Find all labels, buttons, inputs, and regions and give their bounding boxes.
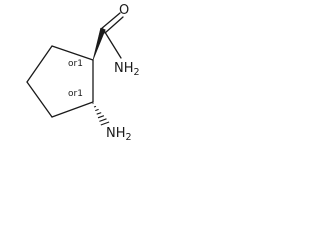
ring-bond-c5-c4 [26, 45, 53, 83]
amide-nh2-label: NH2 [114, 61, 140, 78]
stereo-label-c2: or1 [68, 89, 83, 99]
oxygen-atom-label: O [119, 3, 129, 18]
ring-bond-c4-c3 [26, 81, 53, 118]
hashed-wedge-bond [92, 102, 110, 126]
amide-c-n-bond [102, 28, 122, 59]
carbonyl-double-bond [100, 12, 124, 34]
ring-bond-c3-c2 [51, 101, 94, 118]
stereo-label-c1: or1 [68, 59, 83, 69]
ring-bond-c1-c5 [51, 45, 94, 61]
amine-nh2-label: NH2 [106, 126, 132, 143]
bold-wedge-bond [92, 27, 106, 61]
cyclopentane-ring [26, 45, 94, 118]
chemical-structure-diagram: O NH2 NH2 or1 or1 [26, 3, 140, 143]
